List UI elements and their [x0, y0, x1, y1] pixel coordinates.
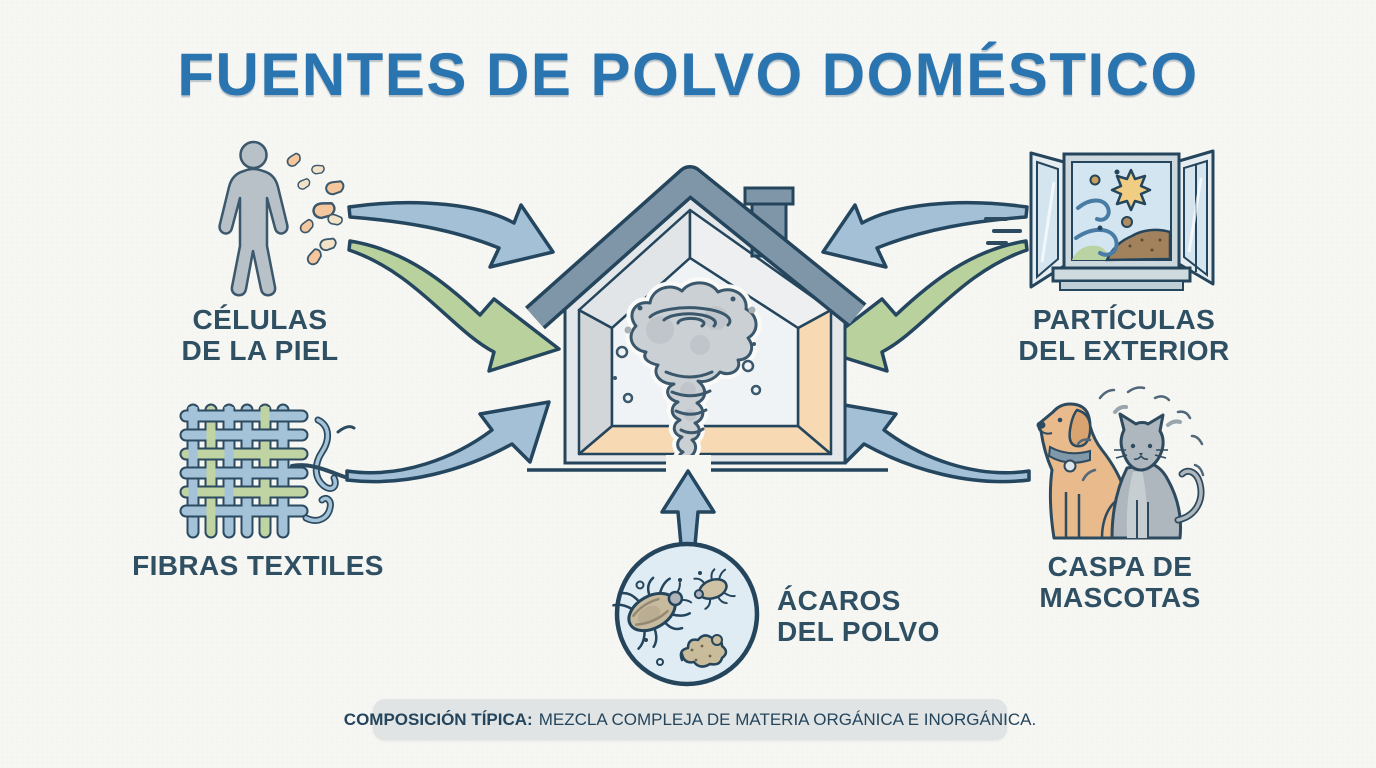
cat-mouth [1133, 455, 1149, 460]
dog-body [1037, 402, 1133, 540]
label-dust-mites-line2: DEL POLVO [777, 616, 940, 648]
base-gap [666, 455, 711, 475]
cat-eye-right [1147, 443, 1153, 449]
dog-tag [1063, 459, 1077, 473]
window-sill [1051, 266, 1192, 283]
wind-speed-lines [984, 217, 1022, 245]
open-window-icon [984, 149, 1215, 291]
label-dust-mites-line1: ÁCAROS [777, 585, 901, 616]
dog-ear [1068, 408, 1092, 448]
label-dust-mites: ÁCAROS DEL POLVO [777, 585, 997, 648]
dust-clump-speckles [690, 644, 712, 662]
label-outdoor-particles-line2: DEL EXTERIOR [1018, 335, 1230, 367]
left-pane-glare [1040, 181, 1056, 263]
cat-tail [1176, 469, 1203, 522]
arrow-skin-upper-icon [347, 200, 555, 269]
dog-collar [1047, 445, 1091, 464]
skin-flakes [285, 151, 346, 268]
tornado-swirl-lines [648, 306, 732, 435]
label-outdoor-particles-line1: PARTÍCULAS [1032, 304, 1216, 335]
cat-eye-left [1130, 443, 1136, 449]
dog-nose [1036, 421, 1046, 429]
window-apron [1059, 280, 1184, 291]
composition-note: COMPOSICIÓN TÍPICA: MEZCLA COMPLEJA DE M… [344, 699, 1036, 740]
label-skin-cells: CÉLULAS DE LA PIEL [140, 304, 380, 367]
composition-note-lead: COMPOSICIÓN TÍPICA: [343, 709, 533, 729]
dust-mite-large [612, 576, 693, 650]
arrow-exterior-upper-icon [821, 200, 1029, 269]
page-title: FUENTES DE POLVO DOMÉSTICO [177, 41, 1199, 108]
human-figure-shedding-skin-icon [218, 140, 346, 297]
dog-mouth [1040, 430, 1053, 435]
composition-note-body: MEZCLA COMPLEJA DE MATERIA ORGÁNICA E IN… [538, 709, 1037, 729]
dust-mites-magnified-icon [612, 541, 760, 687]
arrow-fibers-icon [345, 400, 551, 484]
woven-fabric-icon [179, 403, 356, 539]
fur-wisps [1076, 386, 1205, 482]
label-skin-cells-line2: DE LA PIEL [181, 335, 339, 367]
dirt-speckles [1128, 238, 1162, 252]
cat-nose [1139, 453, 1143, 456]
floating-dust-dots [613, 296, 762, 404]
human-body [218, 167, 289, 297]
dog-and-cat-icon [1036, 386, 1205, 540]
weave-overlaps [188, 407, 288, 520]
sky-particles [1089, 169, 1133, 231]
dust-mite-small [693, 568, 736, 610]
arrows [345, 200, 1031, 484]
label-skin-cells-line1: CÉLULAS [192, 304, 328, 335]
mite-circle-particles [635, 571, 723, 666]
hill [1072, 245, 1110, 260]
label-pet-dander: CASPA DE MASCOTAS [1000, 551, 1240, 614]
right-pane-glare [1187, 177, 1203, 253]
house-with-dust-swirl-icon [525, 165, 888, 547]
sun-icon [1110, 168, 1152, 212]
wind-swirls [1074, 198, 1119, 257]
arrow-skin-lower-icon [347, 239, 561, 373]
roof [525, 165, 867, 330]
label-textile-fibers-line1: FIBRAS TEXTILES [132, 550, 384, 581]
label-pet-dander-line1: CASPA DE [1047, 551, 1193, 582]
human-head [239, 140, 268, 170]
cat-whiskers [1114, 449, 1168, 459]
label-outdoor-particles: PARTÍCULAS DEL EXTERIOR [1004, 304, 1244, 367]
arrow-mites-icon [660, 469, 716, 547]
label-textile-fibers: FIBRAS TEXTILES [118, 550, 398, 581]
dust-tornado-icon [613, 277, 762, 472]
arrow-exterior-lower-icon [815, 239, 1029, 373]
cat-head [1118, 412, 1165, 472]
label-pet-dander-line2: MASCOTAS [1039, 582, 1201, 614]
dog-eye [1057, 417, 1063, 423]
loose-threads [290, 416, 356, 524]
